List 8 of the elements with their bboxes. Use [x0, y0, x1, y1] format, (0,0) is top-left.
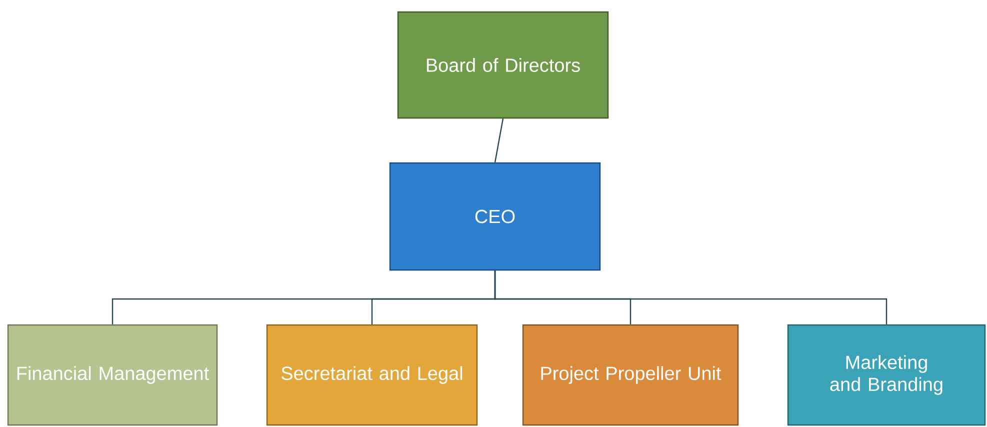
org-box: Board of Directors [397, 11, 609, 119]
connector-line [494, 270, 888, 324]
org-box: Secretariat and Legal [266, 324, 478, 426]
org-box: Marketing and Branding [787, 324, 986, 426]
org-box: Financial Management [7, 324, 218, 426]
org-box: Project Propeller Unit [522, 324, 739, 426]
org-box: CEO [389, 162, 601, 271]
connector-line [494, 118, 504, 162]
